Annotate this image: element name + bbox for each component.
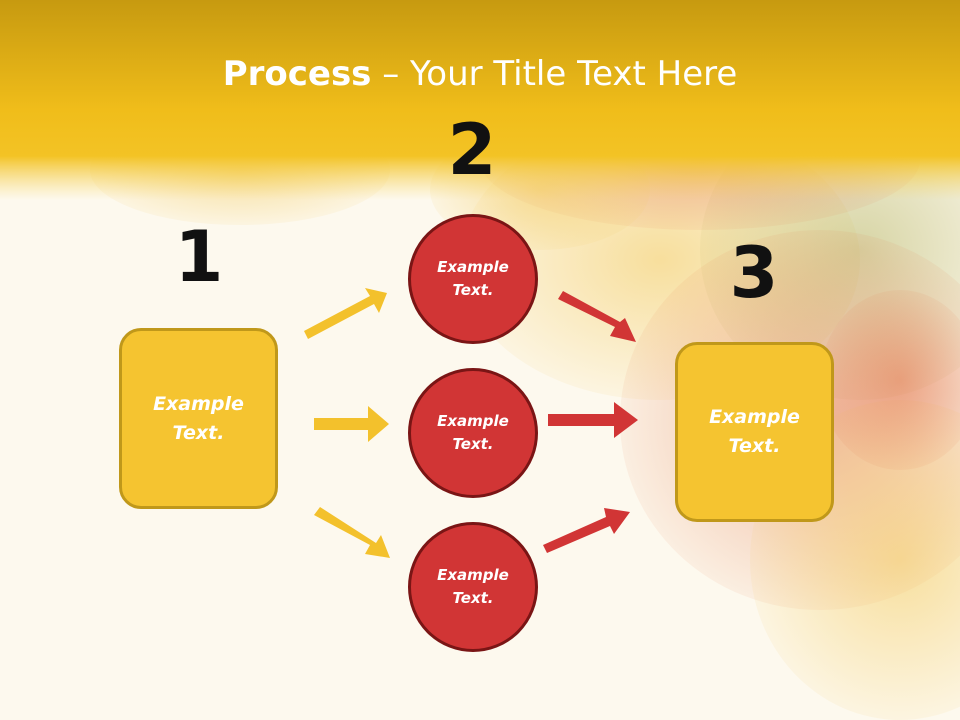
circle-bottom-text: Example Text. [437,566,509,607]
red-arrow-up [543,508,630,553]
process-circle-middle: Example Text. [408,368,538,498]
circle-middle-text: Example Text. [437,412,509,453]
right-box-text: Example Text. [709,406,800,457]
left-box-text: Example Text. [153,392,244,444]
yellow-arrow-up [304,288,387,339]
process-circle-bottom: Example Text. [408,522,538,652]
step-number-3: 3 [729,232,779,314]
slide-title: Process – Your Title Text Here [0,52,960,96]
red-arrow-right [548,402,638,438]
circle-top-text: Example Text. [437,258,509,299]
step-number-2: 2 [447,109,497,191]
title-rest: – Your Title Text Here [371,54,738,94]
step-number-1: 1 [174,216,224,298]
right-process-box: Example Text. [675,342,834,522]
title-bold: Process [222,54,372,94]
yellow-arrow-down [314,507,390,558]
left-process-box: Example Text. [119,328,278,509]
process-circle-top: Example Text. [408,214,538,344]
yellow-arrow-right [314,406,389,442]
red-arrow-down [558,291,636,342]
